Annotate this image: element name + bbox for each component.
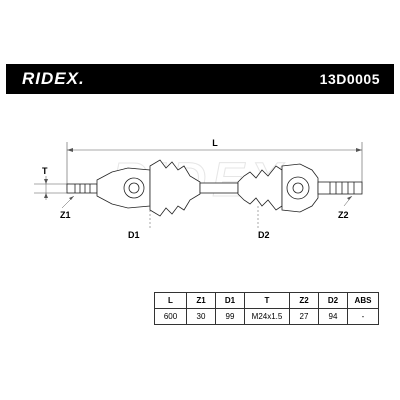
part-number: 13D0005 [319, 71, 380, 87]
value-abs: - [347, 308, 379, 325]
value-l: 600 [154, 308, 187, 325]
value-d2: 94 [318, 308, 348, 325]
label-d1: D1 [128, 230, 140, 240]
value-d1: 99 [215, 308, 245, 325]
col-t: T [244, 292, 290, 309]
col-z2: Z2 [289, 292, 319, 309]
col-l: L [154, 292, 187, 309]
label-l: L [212, 138, 218, 148]
specs-value-row: 600 30 99 M24x1.5 27 94 - [154, 308, 379, 325]
label-d2: D2 [258, 230, 270, 240]
col-d1: D1 [215, 292, 245, 309]
value-z1: 30 [186, 308, 216, 325]
header-bar: RIDEX. 13D0005 [6, 64, 394, 94]
label-z2: Z2 [338, 210, 349, 220]
brand-logo: RIDEX. [22, 69, 85, 88]
col-z1: Z1 [186, 292, 216, 309]
specs-table: L Z1 D1 T Z2 D2 ABS 600 30 99 M24x1.5 27… [154, 292, 379, 325]
label-t: T [42, 166, 48, 176]
shaft [66, 159, 363, 217]
specs-header-row: L Z1 D1 T Z2 D2 ABS [154, 292, 379, 309]
dimension-t [34, 176, 70, 200]
value-z2: 27 [289, 308, 319, 325]
z2-marker [343, 195, 353, 207]
z1-marker [61, 195, 75, 209]
value-t: M24x1.5 [244, 308, 290, 325]
col-abs: ABS [347, 292, 379, 309]
col-d2: D2 [318, 292, 348, 309]
label-z1: Z1 [60, 210, 71, 220]
